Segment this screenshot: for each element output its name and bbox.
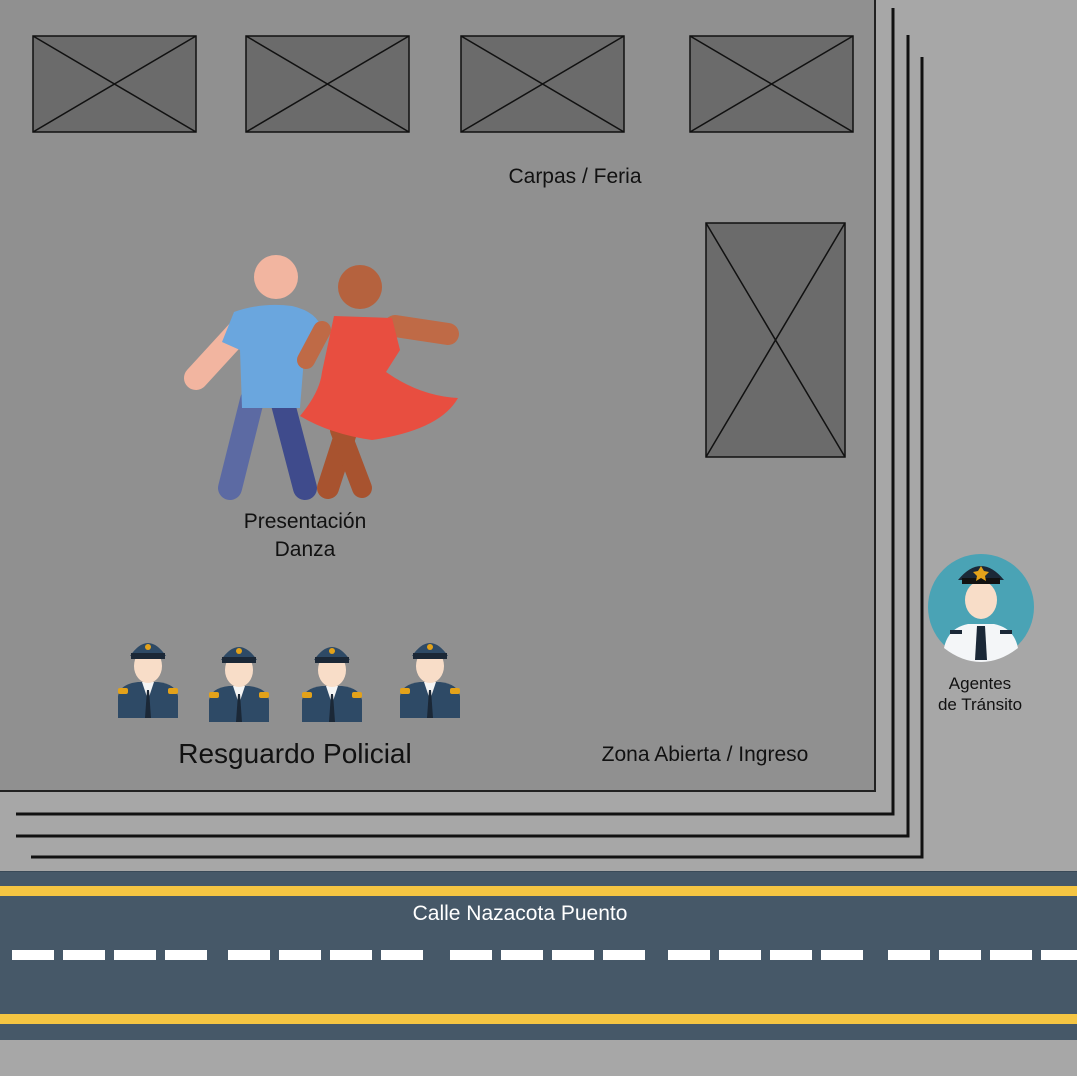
- traffic-agents-label-line1: Agentes: [905, 673, 1055, 694]
- traffic-agent-icon: [928, 554, 1034, 662]
- police-officer-icon: [302, 647, 362, 722]
- police-officer-icon: [209, 647, 269, 722]
- tent-icon: [461, 36, 624, 132]
- street-name-label: Calle Nazacota Puento: [330, 902, 710, 926]
- tents-label: Carpas / Feria: [480, 165, 670, 189]
- police-guard-label: Resguardo Policial: [150, 738, 440, 770]
- dance-label: Presentación Danza: [205, 508, 405, 564]
- dance-label-line2: Danza: [205, 536, 405, 564]
- dancers-icon: [196, 255, 458, 488]
- police-officers-group: [118, 643, 460, 722]
- traffic-agents-label: Agentes de Tránsito: [905, 673, 1055, 715]
- tent-icon: [690, 36, 853, 132]
- tent-icon: [246, 36, 409, 132]
- road: [0, 871, 1077, 1040]
- traffic-agents-label-line2: de Tránsito: [905, 694, 1055, 715]
- tent-icon: [706, 223, 845, 457]
- dance-label-line1: Presentación: [205, 508, 405, 536]
- open-zone-label: Zona Abierta / Ingreso: [570, 743, 840, 767]
- police-officer-icon: [118, 643, 178, 718]
- tent-icon: [33, 36, 196, 132]
- police-officer-icon: [400, 643, 460, 718]
